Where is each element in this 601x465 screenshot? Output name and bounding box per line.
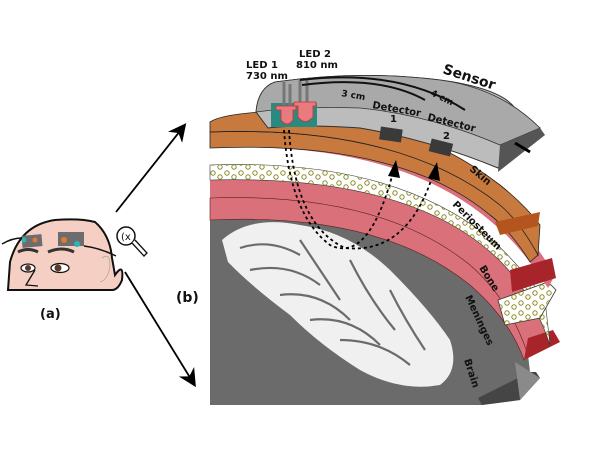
- arc-4cm: [299, 76, 466, 111]
- panel-b-label: (b): [176, 290, 199, 306]
- led-2: [293, 101, 317, 122]
- detector-1: [379, 126, 403, 143]
- light-path-detector-1: [283, 129, 396, 250]
- periosteum-edge: [510, 258, 556, 292]
- led1-name: LED 1: [246, 60, 278, 71]
- sensor-end: [498, 128, 545, 172]
- skin-edge: [495, 212, 540, 235]
- head-illustration: [1, 218, 124, 291]
- meninges-edge: [524, 330, 560, 360]
- nose: [24, 269, 39, 287]
- detector-dot-right: [74, 241, 80, 247]
- led-dot-left: [21, 237, 27, 243]
- led-1: [275, 105, 297, 125]
- arrow-down: [124, 271, 196, 388]
- meninges-layer: [210, 179, 550, 355]
- distance-3cm: 3 cm: [340, 89, 365, 103]
- panel-a-label: (a): [40, 307, 61, 322]
- arrow-up: [115, 123, 187, 213]
- arrowhead-detector-1: [388, 160, 400, 178]
- led2-wavelength: 810 nm: [296, 60, 338, 71]
- detector-2: [428, 138, 454, 157]
- bone-layer: [210, 147, 548, 300]
- detector-dot-left: [32, 237, 38, 243]
- arc-3cm: [301, 81, 426, 101]
- detector2-number: 2: [443, 131, 450, 142]
- led2-name: LED 2: [299, 49, 331, 60]
- brain-gyri: [222, 222, 454, 387]
- cable-right: [83, 245, 117, 257]
- svg-text:(x: (x: [121, 232, 131, 243]
- sensor-cable: [514, 141, 531, 154]
- light-path-detector-2: [288, 129, 436, 250]
- ear: [99, 255, 111, 283]
- arrowhead-detector-2: [428, 162, 440, 181]
- magnifier-icon: (x: [116, 226, 148, 257]
- eyebrow-left: [17, 248, 39, 254]
- eyebrow-right: [47, 247, 75, 254]
- led1-wavelength: 730 nm: [246, 71, 288, 82]
- head-shape: [6, 218, 124, 291]
- led-dot-right: [61, 237, 67, 243]
- cable-left: [1, 237, 23, 245]
- detector1-number: 1: [390, 114, 397, 125]
- sensor-device: [255, 74, 545, 172]
- sensor-patch-left: [21, 234, 43, 248]
